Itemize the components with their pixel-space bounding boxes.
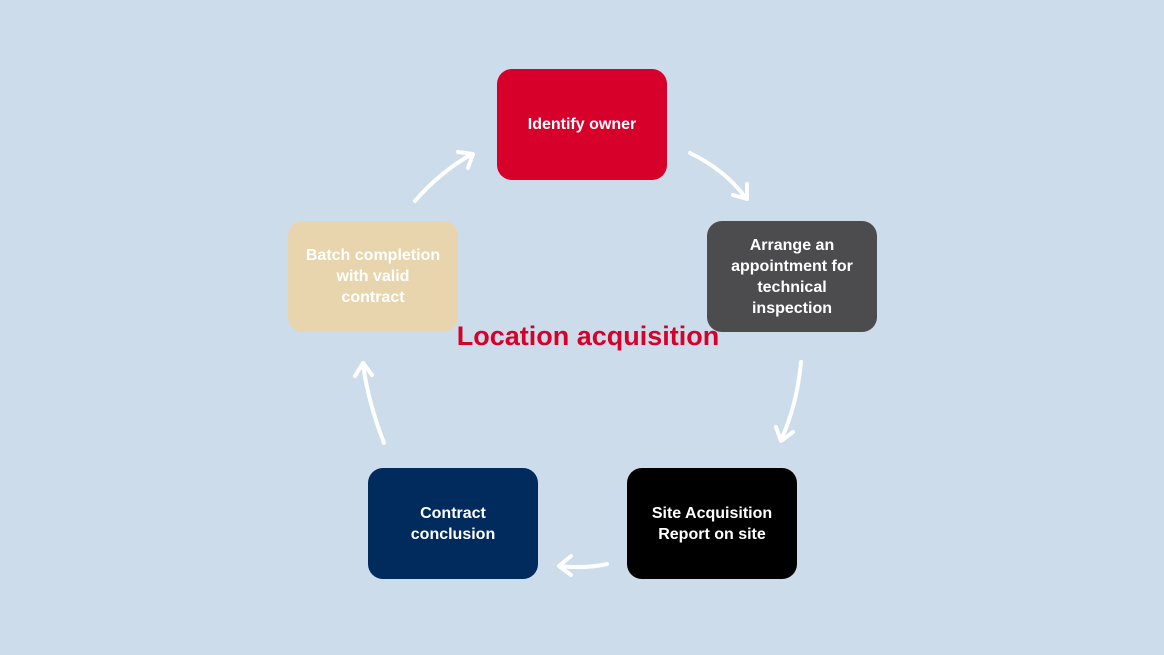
arrow-arrange-to-report: [774, 360, 803, 443]
step-contract-conclusion: Contract conclusion: [368, 468, 538, 579]
step-arrange-appointment: Arrange an appointment for technical ins…: [707, 221, 877, 332]
step-label: Arrange an appointment for technical ins…: [731, 236, 853, 317]
step-site-acquisition-report: Site Acquisition Report on site: [627, 468, 797, 579]
arrow-contract-to-batch: [353, 361, 386, 445]
step-batch-completion: Batch completion with valid contract: [288, 221, 458, 332]
arrow-report-to-contract: [557, 554, 609, 577]
step-label: Contract conclusion: [410, 504, 496, 543]
step-identify-owner: Identify owner: [497, 69, 667, 180]
step-label: Identify owner: [527, 116, 637, 133]
diagram-title: Location acquisition: [456, 321, 720, 351]
step-label: Site Acquisition Report on site: [651, 504, 773, 543]
arrow-identify-to-arrange: [688, 151, 749, 201]
arrow-batch-to-identify: [413, 150, 475, 203]
step-label: Batch completion with valid contract: [305, 247, 441, 306]
